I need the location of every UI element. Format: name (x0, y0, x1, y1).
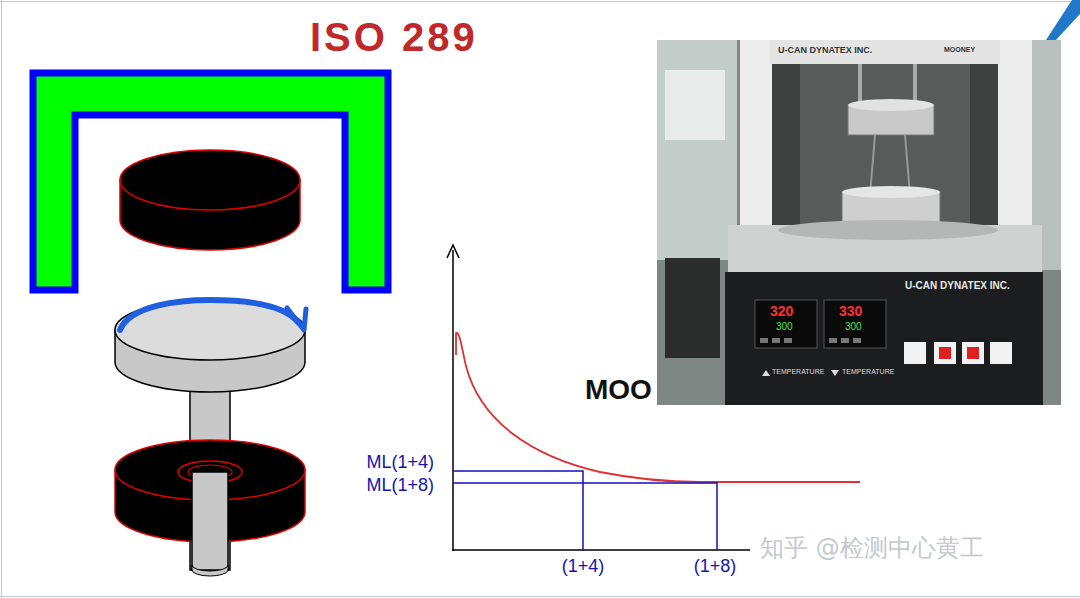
rotor-disc (115, 300, 306, 392)
watermark: 知乎 @检测中心黄工 (760, 535, 984, 563)
die-housing (33, 73, 388, 290)
brand-plate: MOONEY (944, 46, 975, 54)
frame-line (0, 1, 1080, 2)
panel-label: TEMPERATURE (842, 368, 894, 376)
display-reading: 320 (770, 303, 793, 319)
display-reading: 300 (776, 321, 793, 333)
display-reading: 330 (839, 303, 862, 319)
brand-plate: U-CAN DYNATEX INC. (778, 45, 872, 55)
axis-value: ML(1+4) (366, 452, 434, 473)
upper-die (120, 150, 300, 250)
axis-value: ML(1+8) (366, 475, 434, 496)
instrument-photo (657, 40, 1061, 405)
panel-label: TEMPERATURE (772, 368, 824, 376)
axis-tick: (1+4) (562, 556, 605, 577)
axis-tick: (1+8) (694, 556, 737, 577)
display-reading: 300 (845, 321, 862, 333)
chart-heading: MOO (585, 374, 652, 406)
brand-plate: U-CAN DYNATEX INC. (905, 280, 1010, 292)
corner-wedge (1046, 0, 1080, 40)
frame-line (0, 596, 1080, 597)
title: ISO 289 (310, 14, 478, 60)
frame-line (1, 0, 2, 598)
lower-die (115, 440, 305, 576)
